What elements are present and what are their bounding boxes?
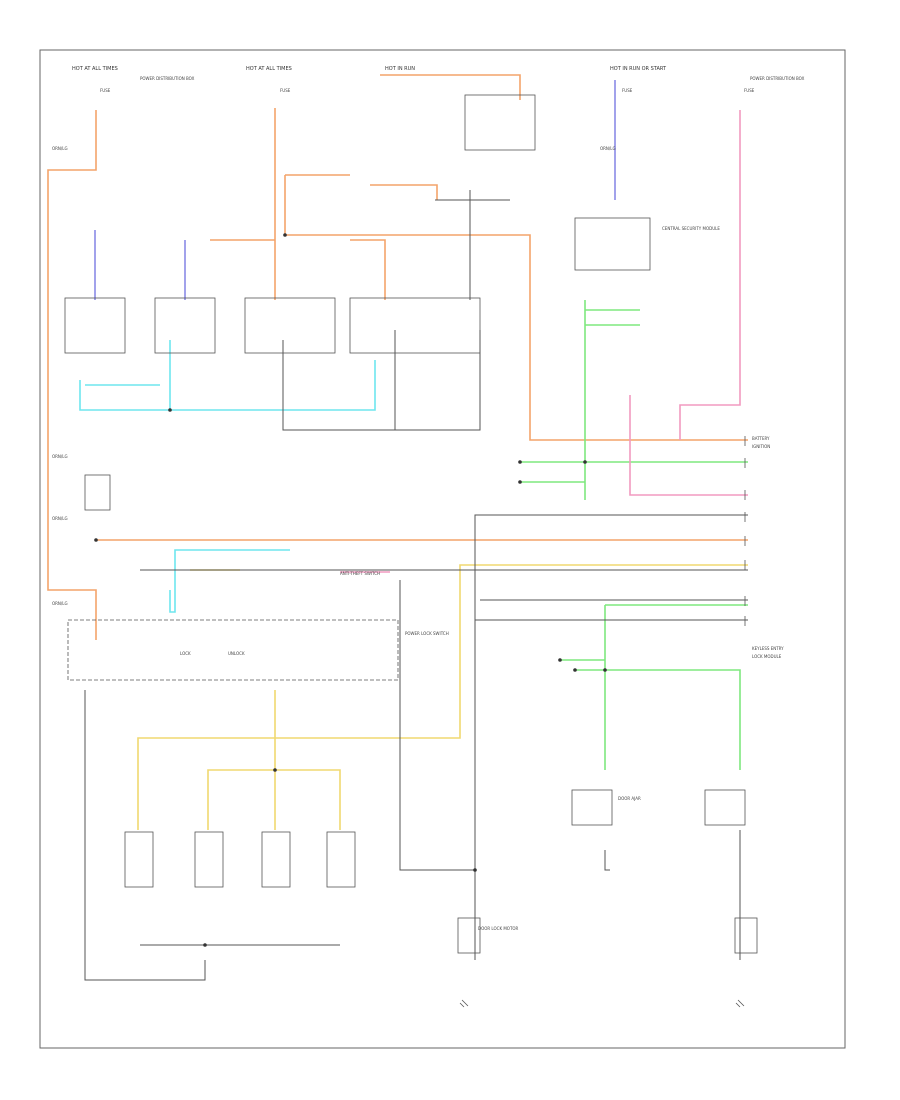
pink-wires	[340, 110, 748, 573]
splice-dots	[94, 233, 607, 947]
label-hot-at-all-times-2: HOT AT ALL TIMES	[246, 66, 292, 72]
label-power-distribution-1: POWER DISTRIBUTION BOX	[140, 76, 195, 81]
lock-motor-1	[124, 831, 154, 888]
component-boxes	[64, 94, 758, 954]
label-orn-3: ORN/LG	[52, 516, 68, 521]
label-hot-at-all-times-1: HOT AT ALL TIMES	[72, 66, 118, 72]
label-fuse-2: FUSE	[280, 88, 291, 93]
relay-box	[464, 94, 536, 151]
ajar-switch-left	[704, 789, 746, 826]
label-keyless-entry: KEYLESS ENTRY	[752, 646, 784, 651]
label-hot-in-run-start: HOT IN RUN OR START	[610, 66, 667, 72]
green-wires	[520, 300, 748, 770]
label-battery: BATTERY	[752, 436, 770, 441]
diagram-frame	[39, 49, 846, 1049]
orange-wires	[47, 74, 748, 640]
labels: HOT AT ALL TIMES HOT AT ALL TIMES HOT IN…	[52, 66, 805, 931]
label-orn-5: ORN/LG	[600, 146, 616, 151]
ground-symbol-2	[735, 999, 745, 1008]
left-front-lock-box	[244, 297, 336, 354]
label-hot-in-run: HOT IN RUN	[385, 66, 415, 72]
power-lock-switch-box	[67, 619, 399, 681]
blue-wires	[94, 80, 616, 300]
label-door-lock-motor: DOOR LOCK MOTOR	[478, 926, 519, 931]
central-security-box	[574, 217, 651, 271]
label-power-lock: POWER LOCK SWITCH	[405, 631, 449, 636]
lock-motor-2	[194, 831, 224, 888]
ground-symbol-1	[459, 999, 469, 1008]
label-anti-theft: ANTI-THEFT SWITCH	[340, 571, 380, 576]
label-ignition: IGNITION	[752, 444, 770, 449]
label-unlock: UNLOCK	[228, 651, 245, 656]
latch-right	[457, 917, 481, 954]
left-rear-lock-box	[64, 297, 126, 354]
label-central-security: CENTRAL SECURITY MODULE	[662, 226, 720, 231]
label-fuse-1: FUSE	[100, 88, 111, 93]
label-lock: LOCK	[180, 651, 191, 656]
battery-saver-box	[84, 474, 111, 511]
label-door-ajar: DOOR AJAR	[618, 796, 641, 801]
label-fuse-4: FUSE	[744, 88, 755, 93]
ajar-switch-right	[571, 789, 613, 826]
label-fuse-3: FUSE	[622, 88, 633, 93]
label-orn-4: ORN/LG	[52, 601, 68, 606]
latch-left	[734, 917, 758, 954]
cyan-wires	[79, 340, 376, 613]
label-lock-module: LOCK MODULE	[752, 654, 782, 659]
label-orn-2: ORN/LG	[52, 454, 68, 459]
right-rear-lock-box	[154, 297, 216, 354]
ground-symbols	[459, 999, 745, 1008]
right-front-lock-box	[349, 297, 481, 354]
label-orn-1: ORN/LG	[52, 146, 68, 151]
black-wires	[84, 190, 748, 981]
lock-motor-4	[326, 831, 356, 888]
label-power-distribution-2: POWER DISTRIBUTION BOX	[750, 76, 805, 81]
lock-motor-3	[261, 831, 291, 888]
